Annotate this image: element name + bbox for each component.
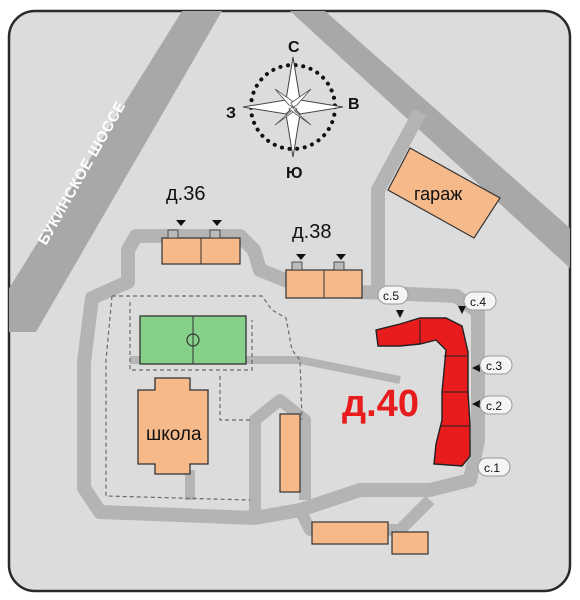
highway-road — [9, 11, 222, 332]
building-36 — [161, 220, 241, 265]
entrance-marker-icon — [336, 254, 346, 260]
sports-field — [139, 315, 247, 365]
building-40 — [375, 317, 471, 467]
entrance-marker-icon — [212, 220, 222, 226]
bottom-building — [311, 521, 429, 555]
compass-rose-icon — [242, 56, 344, 158]
building-38 — [285, 254, 363, 299]
entrance-marker-icon — [296, 254, 306, 260]
small-building — [279, 413, 301, 493]
section-3-label: с.3 — [486, 359, 502, 373]
section-markers — [396, 306, 480, 408]
compass-east-label: В — [348, 96, 360, 113]
section-4-label: с.4 — [470, 295, 486, 309]
building-38-label: д.38 — [292, 221, 331, 243]
building-36-label: д.36 — [166, 183, 205, 205]
garage-building — [387, 147, 501, 239]
section-5-label: с.5 — [383, 289, 399, 303]
ne-road — [290, 11, 570, 270]
entrance-marker-icon — [176, 220, 186, 226]
section-badges — [377, 285, 513, 477]
school-building — [137, 377, 209, 475]
compass-north-label: С — [288, 39, 300, 56]
garage-label: гараж — [414, 184, 462, 204]
fence-lines — [105, 295, 303, 501]
school-label: школа — [146, 424, 202, 445]
section-2-label: с.2 — [486, 399, 502, 413]
compass-south-label: Ю — [286, 165, 303, 182]
compass-west-label: З — [226, 105, 236, 122]
section-1-label: с.1 — [484, 461, 500, 475]
building-40-label: д.40 — [342, 383, 419, 425]
